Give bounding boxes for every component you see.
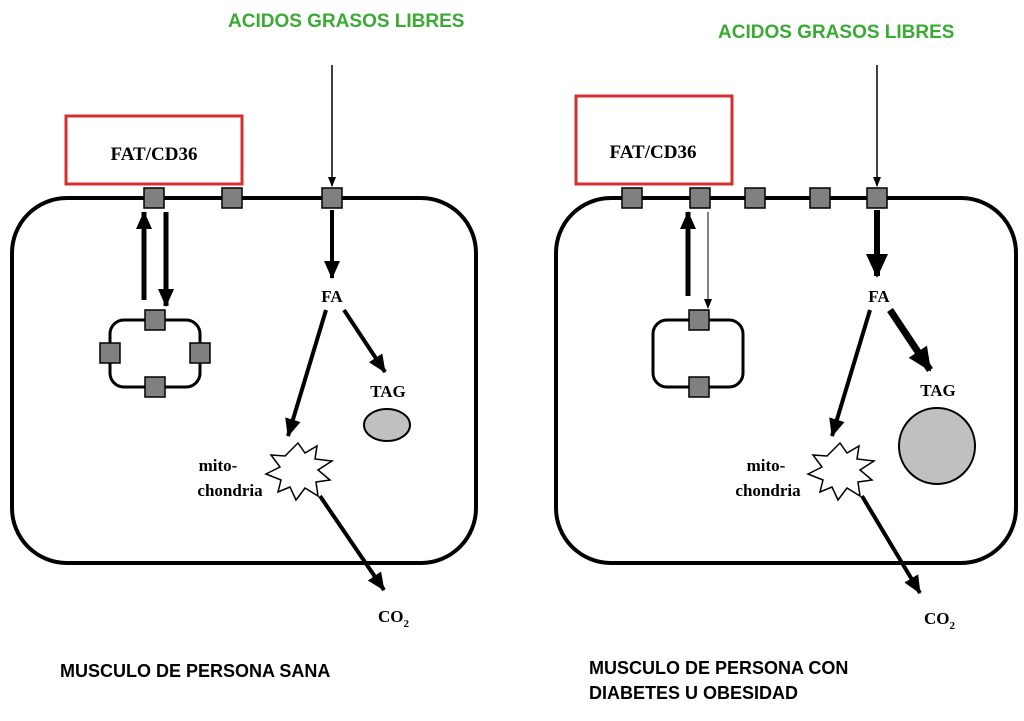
left-fa-to-mitochondria-arrow xyxy=(285,309,328,437)
right-membrane-transporter xyxy=(621,187,643,209)
right-fa-to-tag-arrow xyxy=(887,308,933,372)
left-membrane-transporter xyxy=(221,187,243,209)
left-fa-label: FA xyxy=(321,287,343,306)
left-vesicle-transporter xyxy=(144,376,166,398)
right-mito-label-1: mito- xyxy=(747,456,786,475)
right-panel: ACIDOS GRASOS LIBRES FAT/CD36 FA TAG mit… xyxy=(554,22,1018,703)
left-vesicle-transporter xyxy=(189,342,211,364)
left-co2-label: CO2 xyxy=(378,607,410,630)
right-fa-to-mitochondria-arrow xyxy=(829,309,872,437)
left-panel-caption: MUSCULO DE PERSONA SANA xyxy=(60,661,330,681)
right-co2-label: CO2 xyxy=(924,609,956,632)
right-fa-label: FA xyxy=(868,287,890,306)
left-fa-to-tag-arrow xyxy=(342,308,387,374)
left-membrane-transporter xyxy=(143,187,165,209)
right-lipid-droplet xyxy=(898,407,976,485)
left-panel: ACIDOS GRASOS LIBRES FAT/CD36 FA TAG mit… xyxy=(10,11,478,681)
right-membrane-transporter xyxy=(744,187,766,209)
left-vesicle-transporter xyxy=(144,309,166,331)
left-mito-label-1: mito- xyxy=(199,456,238,475)
right-panel-caption-line-1: MUSCULO DE PERSONA CON xyxy=(589,658,848,678)
right-free-fatty-acids-label: ACIDOS GRASOS LIBRES xyxy=(718,22,954,43)
right-fat-cd36-label: FAT/CD36 xyxy=(610,142,697,163)
right-panel-caption-line-2: DIABETES U OBESIDAD xyxy=(589,683,798,703)
left-muscle-cell xyxy=(10,196,478,565)
right-membrane-transporter xyxy=(809,187,831,209)
right-membrane-transporter xyxy=(689,187,711,209)
left-fat-cd36-label: FAT/CD36 xyxy=(111,144,198,165)
right-muscle-cell xyxy=(554,196,1018,565)
left-vesicle-transporter xyxy=(99,342,121,364)
left-tag-label: TAG xyxy=(370,382,406,401)
right-vesicle-transporter xyxy=(688,309,710,331)
right-fat-cd36-box xyxy=(574,94,734,186)
left-mitochondria-burst xyxy=(264,441,335,502)
right-vesicle-transporter xyxy=(688,376,710,398)
right-tag-label: TAG xyxy=(920,381,956,400)
right-mito-label-2: chondria xyxy=(735,481,801,500)
left-lipid-droplet xyxy=(363,408,411,442)
right-membrane-transporter xyxy=(866,187,888,209)
left-fat-cd36-box xyxy=(64,114,244,186)
left-mito-label-2: chondria xyxy=(197,481,263,500)
left-membrane-transporter xyxy=(321,187,343,209)
right-mitochondria-burst xyxy=(806,441,877,502)
right-oxidation-arrow xyxy=(860,494,922,595)
left-oxidation-arrow xyxy=(318,494,386,592)
left-free-fatty-acids-label: ACIDOS GRASOS LIBRES xyxy=(228,11,464,32)
